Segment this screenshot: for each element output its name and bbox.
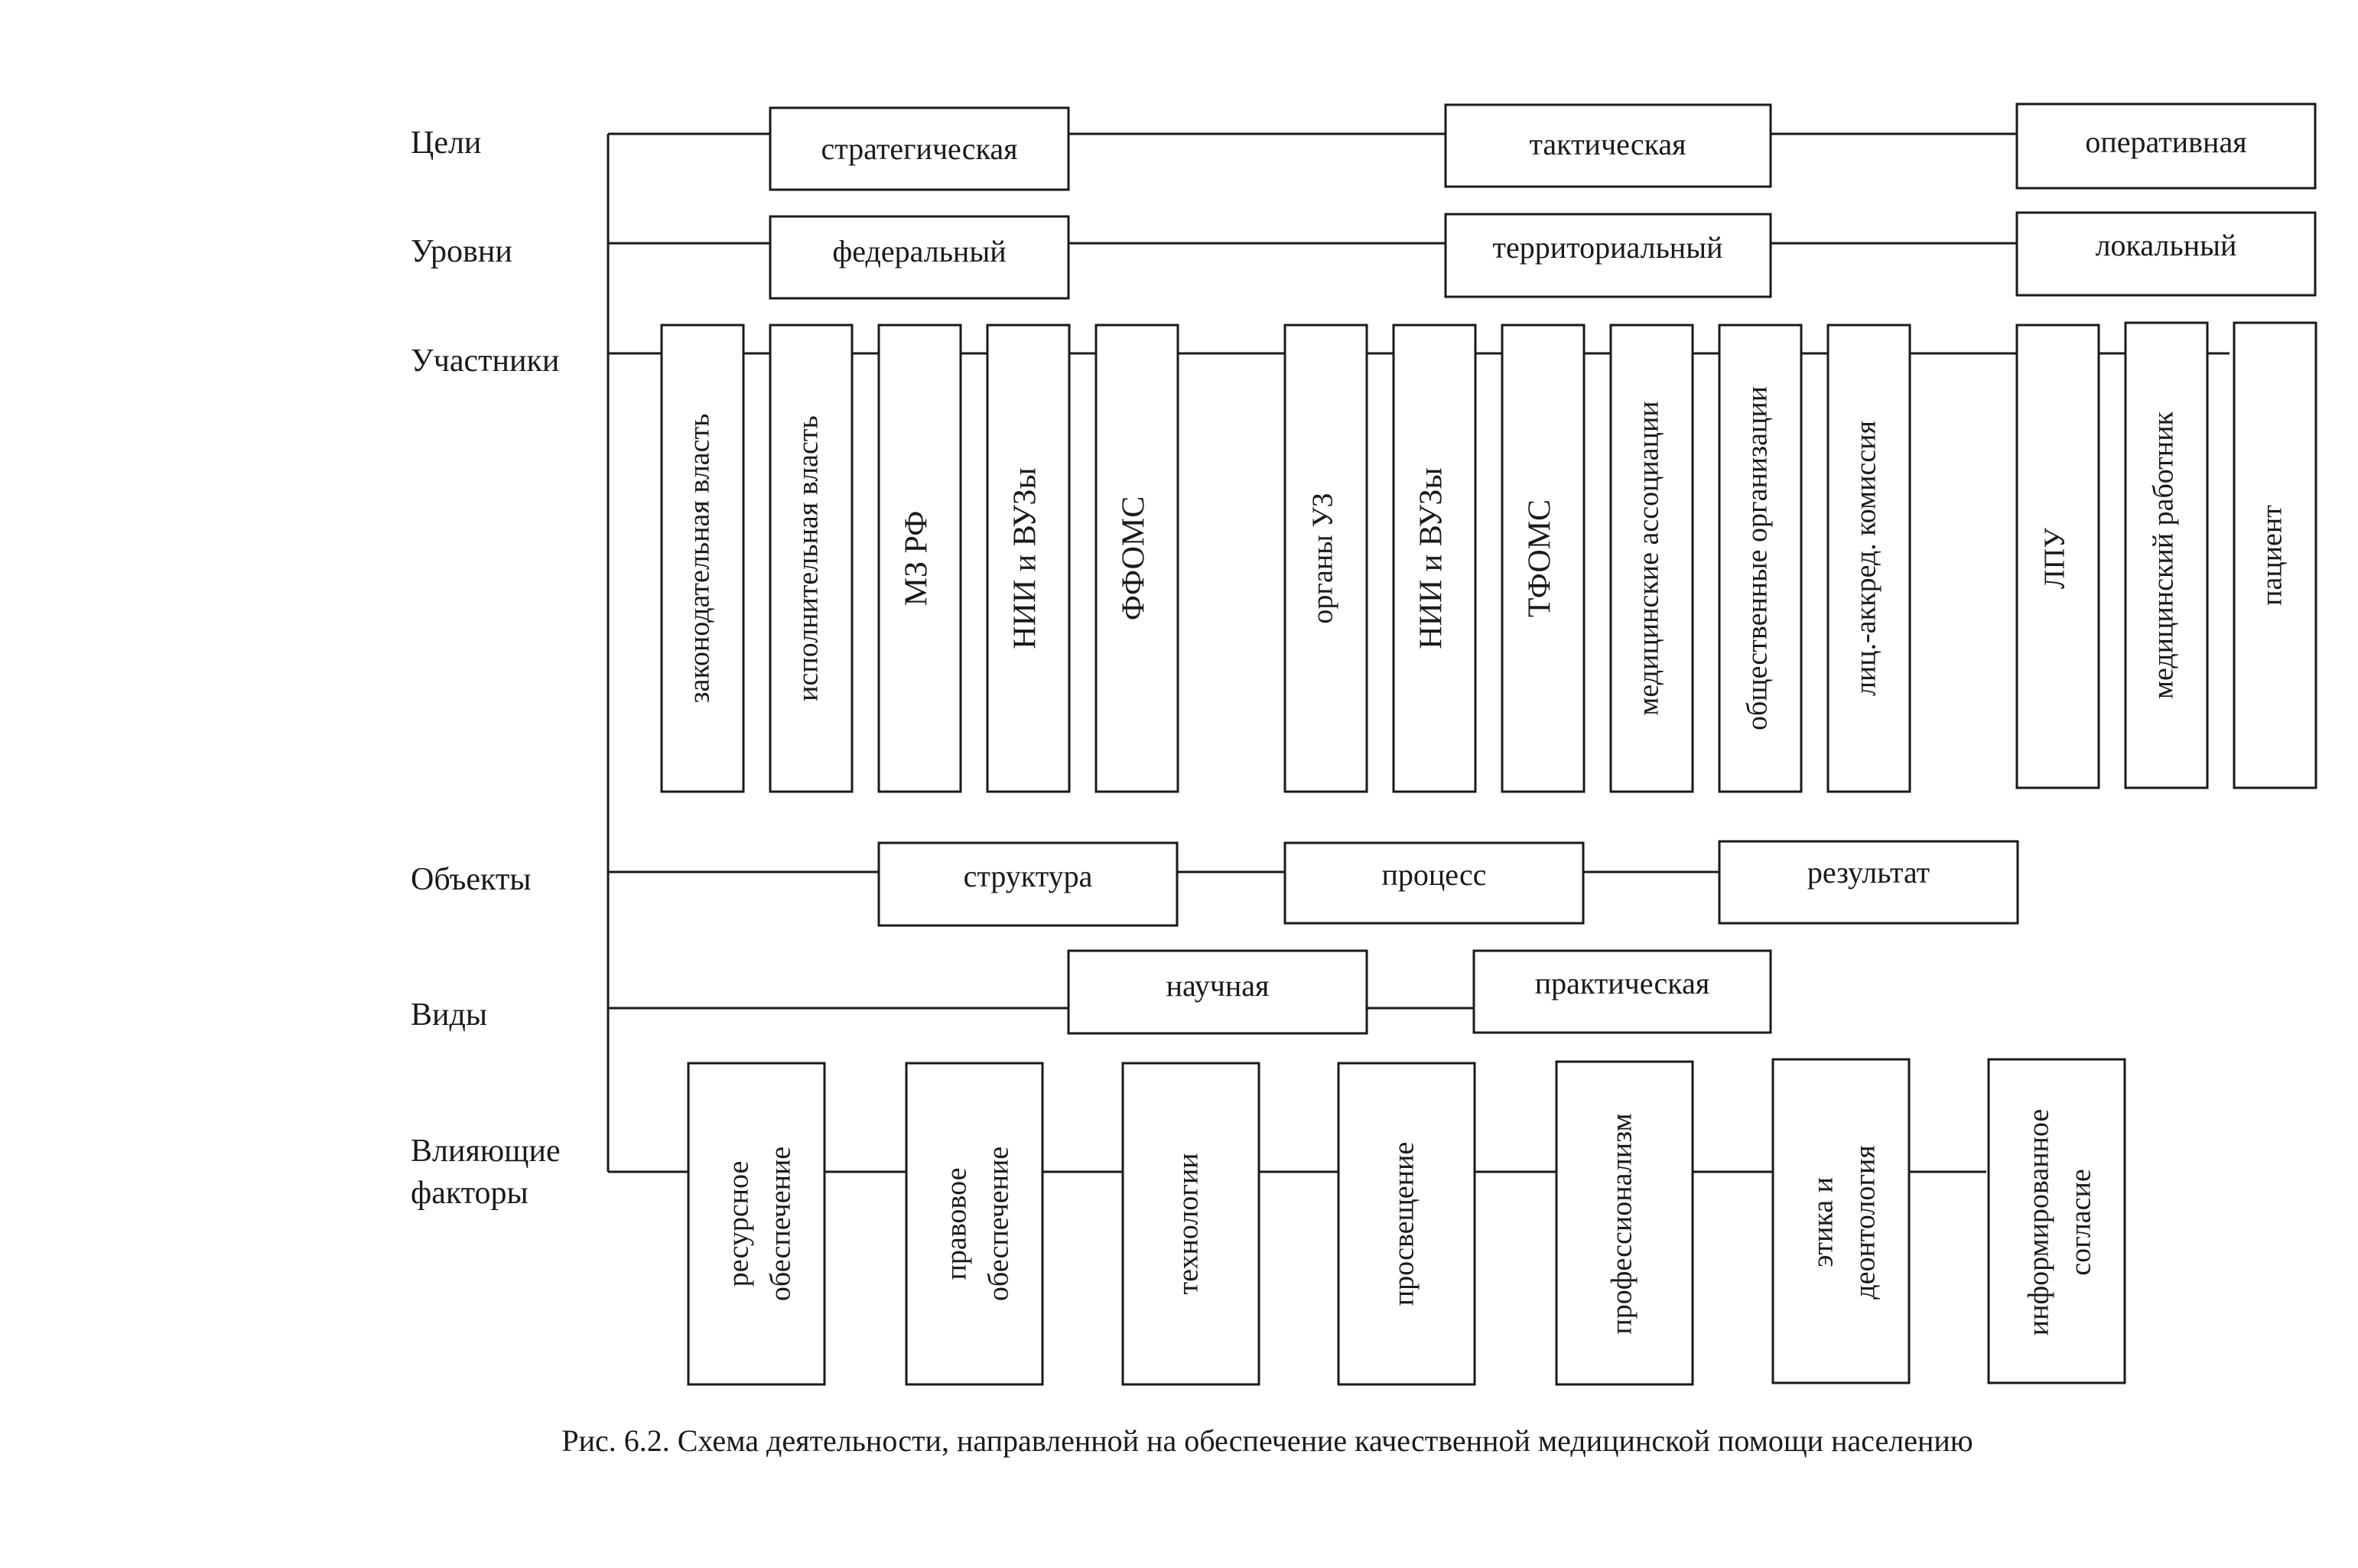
participant-box-ffoms: ФФОМС bbox=[1094, 324, 1179, 793]
svg-text:тактическая: тактическая bbox=[1529, 127, 1686, 161]
svg-text:обеспечение: обеспечение bbox=[765, 1147, 797, 1301]
participant-box-licensing-commission: лиц.-аккред. комиссия bbox=[1826, 324, 1911, 793]
svg-text:ТФОМС: ТФОМС bbox=[1523, 499, 1558, 617]
factor-box-resource-support: ресурсное обеспечение bbox=[687, 1062, 826, 1386]
svg-text:ФФОМС: ФФОМС bbox=[1117, 496, 1152, 621]
svg-text:органы УЗ: органы УЗ bbox=[1307, 493, 1339, 623]
participant-box-legislative-power: законодательная власть bbox=[660, 324, 745, 793]
type-box-practical: практическая bbox=[1472, 949, 1772, 1034]
svg-text:оперативная: оперативная bbox=[2085, 125, 2246, 159]
svg-text:НИИ и ВУЗы: НИИ и ВУЗы bbox=[1008, 467, 1043, 649]
svg-text:общественные организации: общественные организации bbox=[1742, 386, 1774, 730]
svg-text:процесс: процесс bbox=[1381, 857, 1486, 892]
svg-text:этика и: этика и bbox=[1807, 1177, 1839, 1267]
svg-text:лиц.-аккред. комиссия: лиц.-аккред. комиссия bbox=[1850, 421, 1882, 696]
svg-text:МЗ РФ: МЗ РФ bbox=[899, 511, 935, 607]
figure-caption: Рис. 6.2. Схема деятельности, направленн… bbox=[561, 1423, 1973, 1458]
svg-text:ресурсное: ресурсное bbox=[723, 1161, 755, 1287]
participant-box-lpu: ЛПУ bbox=[2015, 324, 2100, 789]
svg-text:медицинский работник: медицинский работник bbox=[2148, 411, 2180, 699]
participant-box-health-authorities: органы УЗ bbox=[1283, 324, 1368, 793]
row-label-levels: Уровни bbox=[411, 234, 512, 269]
participant-box-executive-power: исполнительная власть bbox=[769, 324, 854, 793]
svg-text:согласие: согласие bbox=[2065, 1169, 2097, 1275]
row-label-factors-line1: Влияющие bbox=[411, 1134, 561, 1169]
svg-text:информированное: информированное bbox=[2023, 1109, 2055, 1335]
row-label-factors-line2: факторы bbox=[411, 1176, 529, 1211]
factor-box-professionalism: профессионализм bbox=[1555, 1060, 1694, 1386]
level-box-local: локальный bbox=[2015, 211, 2317, 297]
goal-box-strategic: стратегическая bbox=[769, 106, 1070, 191]
object-box-structure: структура bbox=[877, 841, 1179, 927]
factor-box-education: просвещение bbox=[1337, 1062, 1476, 1386]
goal-box-operational: оперативная bbox=[2015, 102, 2317, 190]
svg-text:стратегическая: стратегическая bbox=[821, 132, 1017, 166]
row-label-objects: Объекты bbox=[411, 862, 531, 897]
factor-box-informed-consent: информированное согласие bbox=[1987, 1058, 2126, 1384]
svg-text:просвещение: просвещение bbox=[1388, 1142, 1420, 1306]
participant-box-tfoms: ТФОМС bbox=[1501, 324, 1586, 793]
svg-text:законодательная власть: законодательная власть bbox=[684, 414, 716, 704]
svg-text:НИИ и ВУЗы: НИИ и ВУЗы bbox=[1414, 467, 1449, 649]
factor-box-legal-support: правовое обеспечение bbox=[905, 1062, 1044, 1386]
row-label-goals: Цели bbox=[411, 125, 481, 161]
type-box-scientific: научная bbox=[1067, 949, 1368, 1035]
object-box-result: результат bbox=[1718, 840, 2019, 925]
factor-box-technologies: технологии bbox=[1121, 1062, 1260, 1386]
svg-text:медицинские ассоциации: медицинские ассоциации bbox=[1633, 401, 1665, 715]
goal-box-tactical: тактическая bbox=[1444, 103, 1772, 188]
svg-text:результат: результат bbox=[1807, 855, 1930, 890]
svg-text:структура: структура bbox=[964, 859, 1093, 893]
row-label-participants: Участники bbox=[411, 343, 559, 379]
svg-text:обеспечение: обеспечение bbox=[983, 1147, 1015, 1301]
svg-text:ЛПУ: ЛПУ bbox=[2039, 528, 2071, 589]
svg-text:пациент: пациент bbox=[2256, 505, 2288, 606]
svg-text:территориальный: территориальный bbox=[1493, 230, 1723, 265]
svg-text:правовое: правовое bbox=[941, 1168, 973, 1280]
svg-text:федеральный: федеральный bbox=[832, 234, 1006, 268]
svg-text:профессионализм: профессионализм bbox=[1606, 1113, 1638, 1334]
svg-text:локальный: локальный bbox=[2096, 228, 2237, 262]
participant-box-research-universities-territorial: НИИ и ВУЗы bbox=[1392, 324, 1477, 793]
factor-box-ethics-deontology: этика и деонтология bbox=[1771, 1058, 1911, 1384]
participant-box-medical-worker: медицинский работник bbox=[2124, 321, 2209, 789]
participant-box-public-organizations: общественные организации bbox=[1718, 324, 1803, 793]
participant-box-mz-rf: МЗ РФ bbox=[877, 324, 962, 793]
level-box-territorial: территориальный bbox=[1444, 213, 1772, 298]
object-box-process: процесс bbox=[1283, 841, 1585, 925]
participant-box-medical-associations: медицинские ассоциации bbox=[1609, 324, 1694, 793]
participant-box-research-universities-federal: НИИ и ВУЗы bbox=[986, 324, 1071, 793]
svg-text:деонтология: деонтология bbox=[1849, 1145, 1882, 1300]
level-box-federal: федеральный bbox=[769, 215, 1070, 300]
svg-text:исполнительная власть: исполнительная власть bbox=[792, 415, 824, 701]
participant-box-patient: пациент bbox=[2233, 321, 2317, 789]
svg-text:практическая: практическая bbox=[1535, 966, 1710, 1000]
svg-text:научная: научная bbox=[1166, 968, 1270, 1003]
row-label-types: Виды bbox=[411, 997, 487, 1033]
svg-text:технологии: технологии bbox=[1172, 1153, 1205, 1294]
